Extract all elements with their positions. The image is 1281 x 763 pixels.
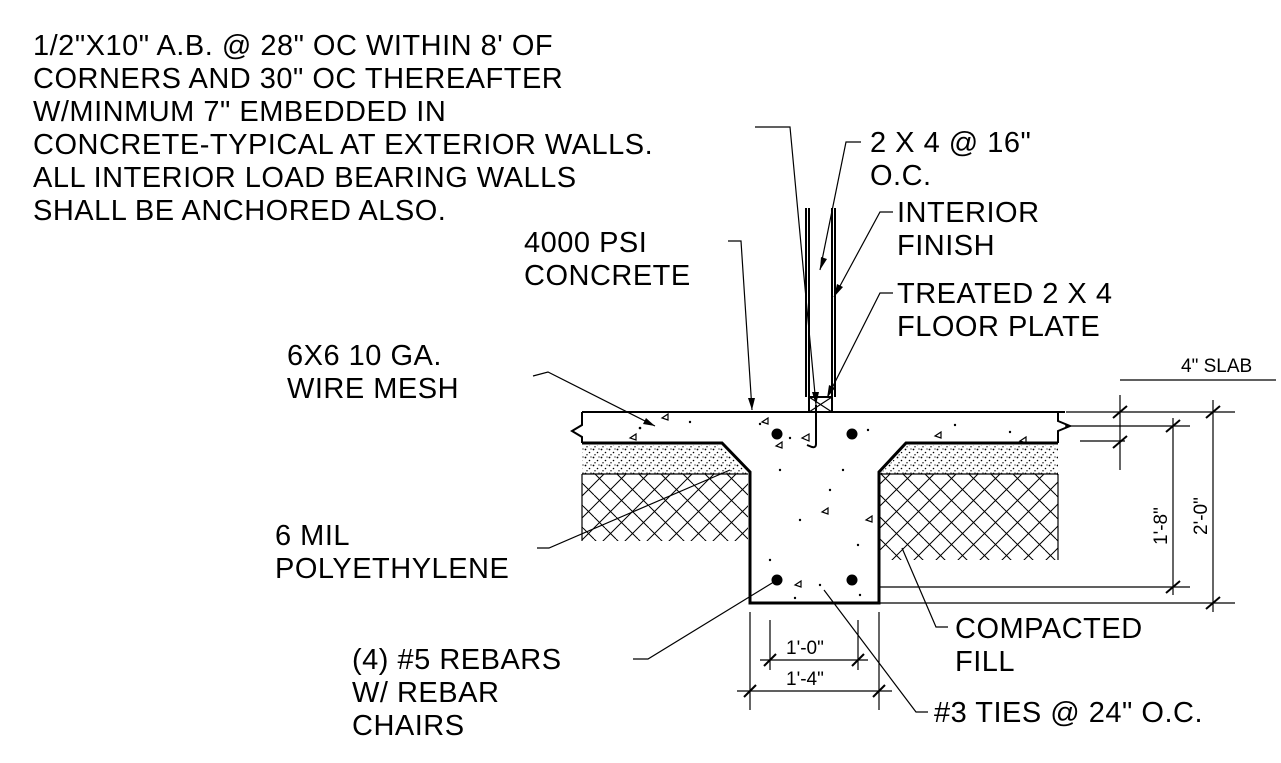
compacted-fill-right (880, 474, 1059, 560)
svg-text:FLOOR PLATE: FLOOR PLATE (897, 311, 1100, 343)
dim-width-outer: 1'-4" (786, 669, 824, 690)
dim-depth-total: 2'-0" (1191, 497, 1212, 535)
svg-text:TREATED 2 X 4: TREATED 2 X 4 (897, 278, 1112, 310)
rebar-top-left (771, 428, 783, 440)
svg-text:FILL: FILL (955, 646, 1015, 678)
svg-text:CORNERS AND 30" OC THEREAFTER: CORNERS AND 30" OC THEREAFTER (33, 63, 563, 95)
note-anchor-bolt: 1/2"X10" A.B. @ 28" OC WITHIN 8' OF CORN… (33, 30, 653, 227)
note-rebars: (4) #5 REBARS W/ REBAR CHAIRS (352, 644, 562, 742)
svg-text:O.C.: O.C. (870, 160, 932, 192)
gravel-base-right (880, 445, 1058, 475)
svg-text:4000 PSI: 4000 PSI (524, 227, 647, 259)
svg-text:FINISH: FINISH (897, 230, 995, 262)
dim-depth-inner: 1'-8" (1151, 507, 1172, 545)
rebar-top-right (846, 428, 858, 440)
concrete-slab-footing (570, 411, 1073, 600)
note-floor-plate: TREATED 2 X 4 FLOOR PLATE (897, 278, 1112, 343)
svg-text:2 X 4 @ 16": 2 X 4 @ 16" (870, 127, 1031, 159)
dimension-lines (737, 379, 1276, 710)
svg-text:#3 TIES @ 24" O.C.: #3 TIES @ 24" O.C. (934, 697, 1203, 729)
svg-text:CONCRETE-TYPICAL AT EXTERIOR W: CONCRETE-TYPICAL AT EXTERIOR WALLS. (33, 129, 653, 161)
svg-text:SHALL BE ANCHORED ALSO.: SHALL BE ANCHORED ALSO. (33, 195, 446, 227)
note-concrete: 4000 PSI CONCRETE (524, 227, 691, 292)
svg-text:INTERIOR: INTERIOR (897, 197, 1040, 229)
anchor-bolt (806, 405, 817, 449)
svg-text:POLYETHYLENE: POLYETHYLENE (275, 553, 509, 585)
svg-text:CHAIRS: CHAIRS (352, 710, 465, 742)
compacted-fill-left (581, 474, 748, 541)
svg-text:WIRE MESH: WIRE MESH (287, 373, 459, 405)
svg-text:6 MIL: 6 MIL (275, 520, 350, 552)
dim-slab: 4" SLAB (1181, 356, 1252, 377)
stud-wall (805, 208, 836, 413)
polyethylene-barrier (582, 441, 1058, 605)
svg-text:W/ REBAR: W/ REBAR (352, 677, 499, 709)
svg-text:(4) #5 REBARS: (4) #5 REBARS (352, 644, 562, 676)
svg-text:COMPACTED: COMPACTED (955, 613, 1143, 645)
rebar-bottom-right (846, 574, 858, 586)
note-wire-mesh: 6X6 10 GA. WIRE MESH (287, 340, 459, 405)
gravel-base-left (582, 445, 748, 475)
note-polyethylene: 6 MIL POLYETHYLENE (275, 520, 509, 585)
svg-text:CONCRETE: CONCRETE (524, 260, 691, 292)
note-interior-finish: INTERIOR FINISH (897, 197, 1040, 262)
svg-text:1/2"X10" A.B. @ 28" OC WITHIN: 1/2"X10" A.B. @ 28" OC WITHIN 8' OF (33, 30, 553, 62)
svg-text:ALL INTERIOR LOAD BEARING WALL: ALL INTERIOR LOAD BEARING WALLS (33, 162, 577, 194)
leader-lines (532, 126, 948, 713)
dim-width-inner: 1'-0" (786, 638, 824, 659)
note-stud: 2 X 4 @ 16" O.C. (870, 127, 1031, 192)
svg-text:6X6 10 GA.: 6X6 10 GA. (287, 340, 442, 372)
svg-text:W/MINMUM 7" EMBEDDED IN: W/MINMUM 7" EMBEDDED IN (33, 96, 446, 128)
note-ties: #3 TIES @ 24" O.C. (934, 697, 1203, 729)
note-compacted-fill: COMPACTED FILL (955, 613, 1143, 678)
